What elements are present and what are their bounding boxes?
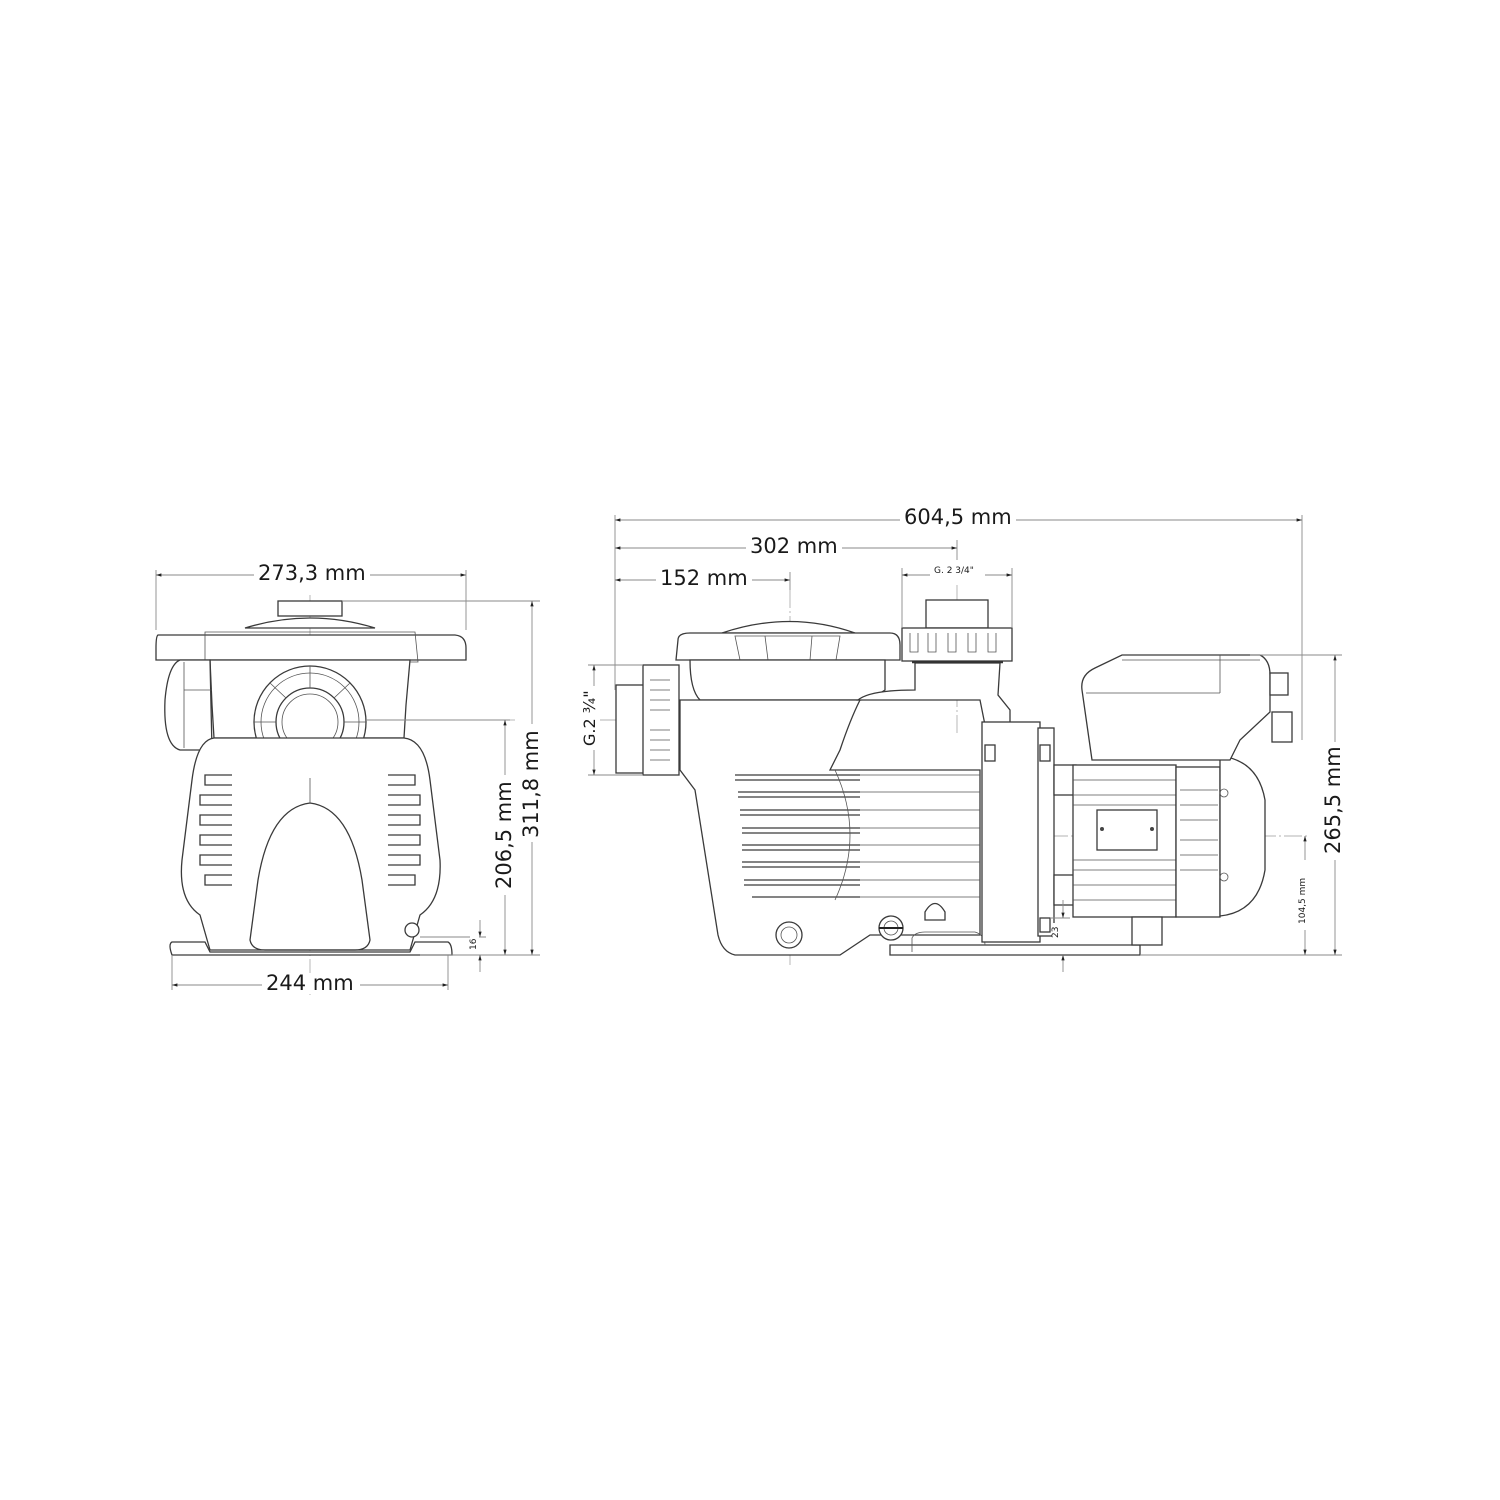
front-view [155,570,540,995]
side-outlet-distance-label: 302 mm [746,536,842,557]
side-height-label: 265,5 mm [1321,742,1345,858]
side-view [588,515,1342,972]
front-base-width-label: 244 mm [262,973,358,994]
side-basket-distance-label: 152 mm [656,568,752,589]
front-base-thickness-label: 16 [469,934,479,954]
front-inlet-height-label: 206,5 mm [492,777,516,893]
front-width-label: 273,3 mm [254,563,370,584]
front-overall-height-label: 311,8 mm [519,726,543,842]
side-length-label: 604,5 mm [900,507,1016,528]
outlet-thread-label: G. 2 3/4" [930,567,978,576]
inlet-thread-label: G.2 ¾" [580,686,599,750]
motor-axis-height-label: 104,5 mm [1298,873,1308,928]
foot-height-label: 23 [1051,922,1061,942]
